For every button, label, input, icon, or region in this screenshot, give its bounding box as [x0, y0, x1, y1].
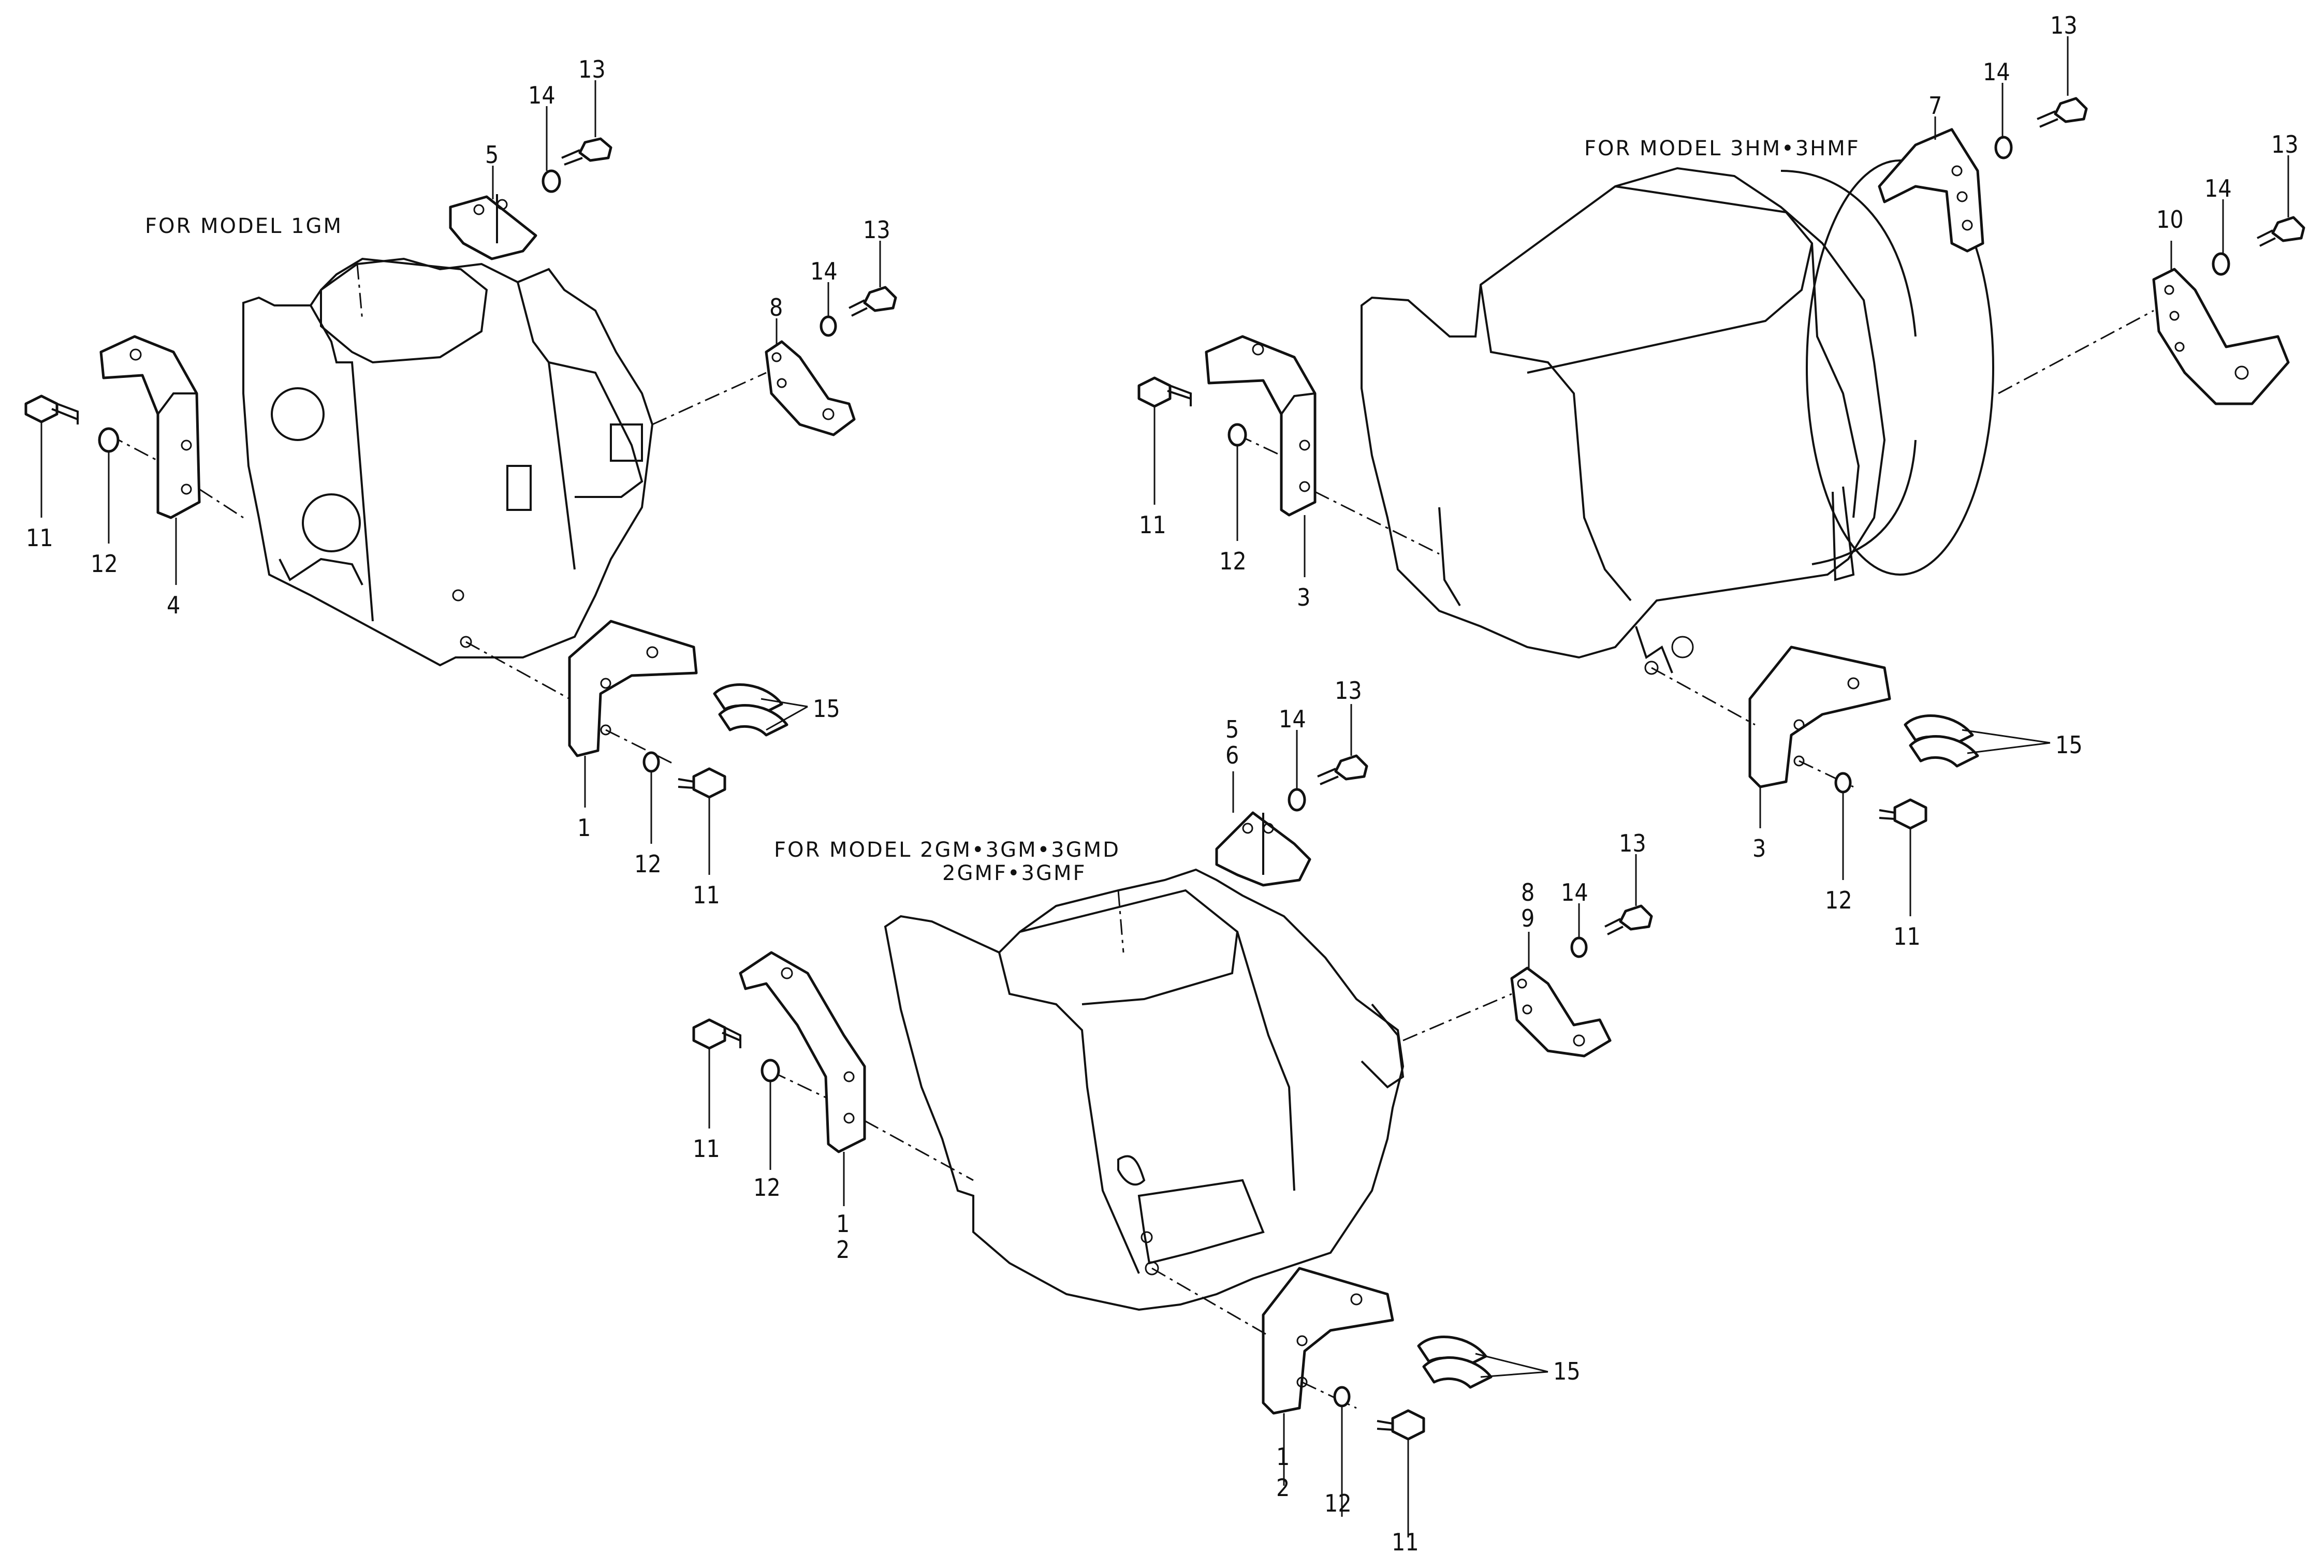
bolt-13-b [849, 286, 897, 317]
bolt-13-e [1317, 754, 1368, 785]
engine-housing-2gm [884, 868, 1405, 1311]
group-model-2gm-3gm: FOR MODEL 2GM•3GM•3GMD 2GMF•3GMF [692, 677, 1653, 1556]
label-14: 14 [1279, 705, 1306, 733]
washer-12-e [761, 1059, 780, 1082]
label-8: 8 [1521, 878, 1534, 906]
label-14: 14 [2204, 174, 2232, 202]
bolt-11-b [678, 767, 726, 799]
bracket-8 [765, 340, 856, 436]
washer-12-c [1227, 423, 1247, 447]
label-12: 12 [1219, 547, 1247, 575]
flywheel-housing [1806, 159, 1994, 576]
washer-12-d [1834, 772, 1852, 794]
title-model-3hm: FOR MODEL 3HM•3HMF [1584, 137, 1860, 160]
label-11: 11 [693, 881, 720, 909]
engine-housing-1gm [242, 257, 654, 667]
bracket-3-b [1748, 646, 1891, 788]
group-model-1gm: FOR MODEL 1GM [24, 55, 897, 909]
washer-14-c [1994, 136, 2013, 159]
label-15: 15 [1553, 1357, 1581, 1385]
label-11: 11 [693, 1135, 720, 1163]
bracket-7 [1878, 128, 1984, 253]
label-14: 14 [528, 81, 556, 109]
bolt-11-a [24, 394, 79, 424]
washer-12-b [642, 751, 660, 773]
label-15: 15 [2055, 731, 2083, 759]
clip-15-a [713, 683, 788, 737]
clip-15-c [1417, 1336, 1493, 1389]
bolt-13-a [561, 137, 612, 166]
washer-12-f [1333, 1386, 1351, 1408]
title-model-2gm-line2: 2GMF•3GMF [942, 861, 1087, 885]
bracket-4 [99, 335, 201, 519]
label-11: 11 [26, 524, 53, 552]
bracket-3-a [1205, 335, 1317, 517]
label-8: 8 [769, 294, 783, 321]
bolt-13-f [1604, 904, 1653, 935]
label-9: 9 [1521, 904, 1534, 932]
washer-14-b [820, 315, 837, 337]
label-13: 13 [2050, 11, 2078, 39]
label-13: 13 [863, 216, 890, 244]
bracket-1-2-b [1262, 1267, 1394, 1415]
label-14: 14 [1561, 878, 1588, 906]
label-2: 2 [836, 1236, 850, 1264]
label-3: 3 [1752, 834, 1766, 862]
label-12: 12 [1825, 886, 1852, 914]
bolt-13-d [2257, 216, 2305, 247]
washer-14-f [1570, 936, 1588, 958]
label-4: 4 [167, 591, 180, 619]
bracket-1-2-a [739, 951, 866, 1153]
label-14: 14 [1983, 58, 2010, 86]
label-5: 5 [1225, 715, 1239, 743]
bracket-8-9 [1510, 966, 1612, 1058]
label-12: 12 [91, 550, 118, 578]
engine-housing-3hm [1361, 167, 1886, 659]
title-model-1gm: FOR MODEL 1GM [145, 214, 343, 238]
washer-14-d [2212, 252, 2230, 276]
washer-12-a [98, 427, 120, 453]
label-7: 7 [1928, 92, 1942, 120]
label-12: 12 [1324, 1489, 1352, 1517]
bracket-5-a [449, 195, 537, 260]
label-2: 2 [1276, 1474, 1290, 1502]
washer-14-e [1288, 788, 1306, 812]
label-1: 1 [577, 814, 591, 842]
label-15: 15 [813, 695, 840, 723]
bracket-1-a [568, 620, 698, 757]
label-11: 11 [1139, 511, 1166, 539]
clip-15-b [1904, 714, 1979, 768]
label-13: 13 [578, 55, 606, 83]
washer-14-a [542, 169, 561, 193]
label-3: 3 [1297, 583, 1310, 611]
group-model-3hm: FOR MODEL 3HM•3HMF [1137, 11, 2305, 950]
label-6: 6 [1225, 741, 1239, 769]
bolt-11-c [1137, 376, 1192, 408]
label-14: 14 [810, 257, 838, 285]
label-12: 12 [634, 850, 662, 878]
label-1: 1 [1276, 1443, 1290, 1471]
label-13: 13 [1619, 829, 1646, 857]
label-13: 13 [2271, 130, 2299, 158]
bolt-11-e [692, 1018, 741, 1050]
label-1: 1 [836, 1210, 850, 1238]
bolt-13-c [2037, 97, 2088, 128]
label-10: 10 [2156, 206, 2184, 233]
label-12: 12 [753, 1174, 781, 1201]
bolt-11-d [1879, 798, 1927, 830]
title-model-2gm-line1: FOR MODEL 2GM•3GM•3GMD [774, 838, 1120, 862]
bolt-11-f [1377, 1409, 1425, 1441]
label-11: 11 [1893, 922, 1921, 950]
label-11: 11 [1392, 1528, 1419, 1556]
label-5: 5 [485, 141, 499, 169]
label-13: 13 [1335, 677, 1362, 705]
bracket-10 [2152, 268, 2290, 405]
